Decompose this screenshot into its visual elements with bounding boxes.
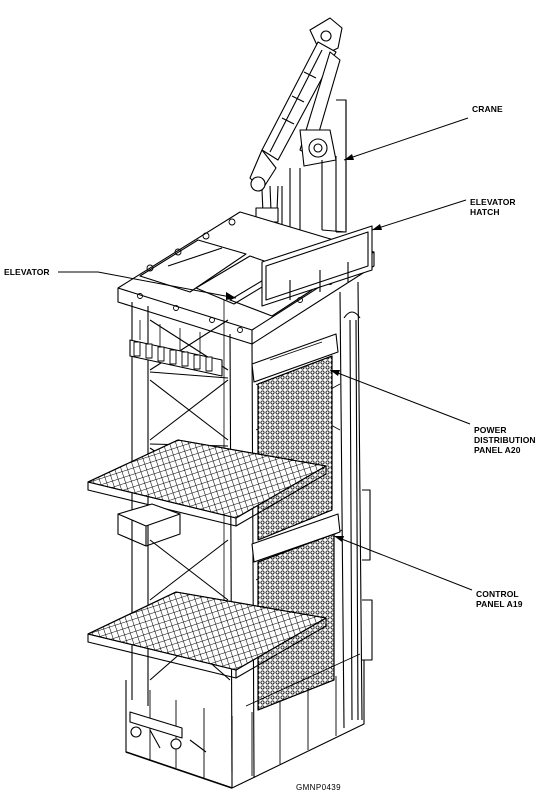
elevator-hatch-leader: [371, 199, 467, 231]
top-deck: [117, 211, 375, 345]
control-panel-label: CONTROL PANEL A19: [476, 589, 523, 609]
power-label-line2: DISTRIBUTION: [474, 435, 536, 445]
elevator-hatch-label-line1: ELEVATOR: [470, 197, 516, 207]
upper-grating: [87, 439, 327, 527]
callout-leaders: [58, 117, 473, 591]
elevator-label: ELEVATOR: [4, 267, 50, 277]
elevator-hatch-label-line2: HATCH: [470, 207, 500, 217]
control-label-line2: PANEL A19: [476, 599, 523, 609]
power-label-line1: POWER: [474, 425, 507, 435]
elevator-hatch-label: ELEVATOR HATCH: [470, 197, 516, 217]
control-panel-leader: [333, 535, 473, 591]
valve-row: [129, 320, 223, 377]
base-skid: [125, 653, 365, 789]
crane: [249, 17, 347, 237]
power-panel-leader: [329, 369, 471, 425]
crane-label: CRANE: [472, 104, 503, 114]
crane-leader: [343, 117, 469, 161]
figure-code: GMNP0439: [296, 783, 341, 792]
equipment-box: [117, 503, 181, 547]
elevator-leader: [58, 271, 237, 299]
lower-grating: [87, 591, 327, 679]
elevator-hatch: [261, 225, 373, 307]
control-label-line1: CONTROL: [476, 589, 519, 599]
power-distribution-panel-label: POWER DISTRIBUTION PANEL A20: [474, 425, 536, 455]
power-label-line3: PANEL A20: [474, 445, 521, 455]
